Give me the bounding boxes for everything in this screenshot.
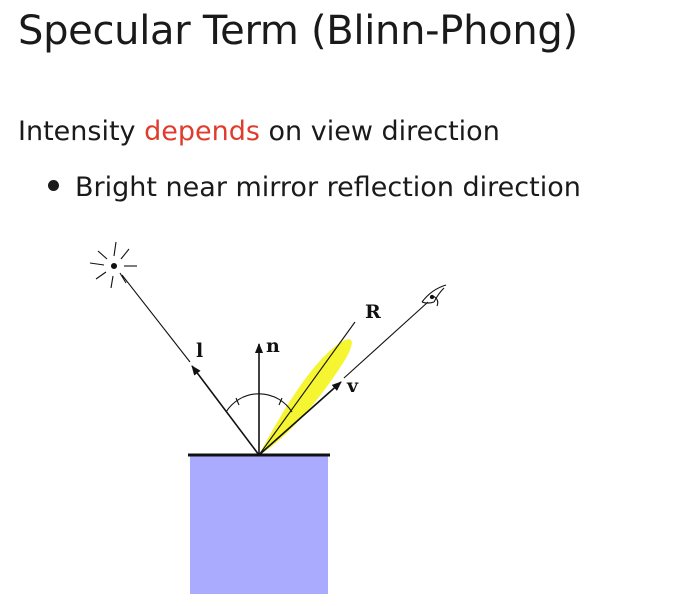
bullet-text: Bright near mirror reflection direction — [75, 172, 581, 203]
bullet-item: Bright near mirror reflection direction — [48, 168, 581, 208]
surface-block — [190, 455, 328, 594]
view-ray — [343, 301, 429, 379]
light-ray — [121, 274, 191, 363]
slide-title: Specular Term (Blinn-Phong) — [18, 8, 578, 54]
light-vector — [191, 365, 260, 456]
angle-tick-right — [278, 397, 283, 406]
intro-text-before: Intensity — [18, 116, 145, 147]
intro-highlight: depends — [144, 116, 260, 147]
reflection-vector-label: R — [365, 301, 381, 323]
normal-vector-label: n — [266, 335, 280, 357]
bullet-dot — [48, 180, 59, 191]
intro-line: Intensity depends on view direction — [18, 112, 500, 152]
reflection-ray — [258, 321, 356, 456]
specular-lobe — [259, 339, 352, 455]
angle-tick-left — [235, 397, 240, 406]
view-vector — [258, 381, 342, 456]
eye-icon — [421, 284, 447, 307]
angle-arc — [225, 393, 293, 413]
view-vector-label: v — [346, 375, 359, 397]
intro-text-after: on view direction — [259, 116, 500, 147]
light-source-icon — [89, 241, 137, 289]
light-vector-label: l — [196, 340, 203, 362]
